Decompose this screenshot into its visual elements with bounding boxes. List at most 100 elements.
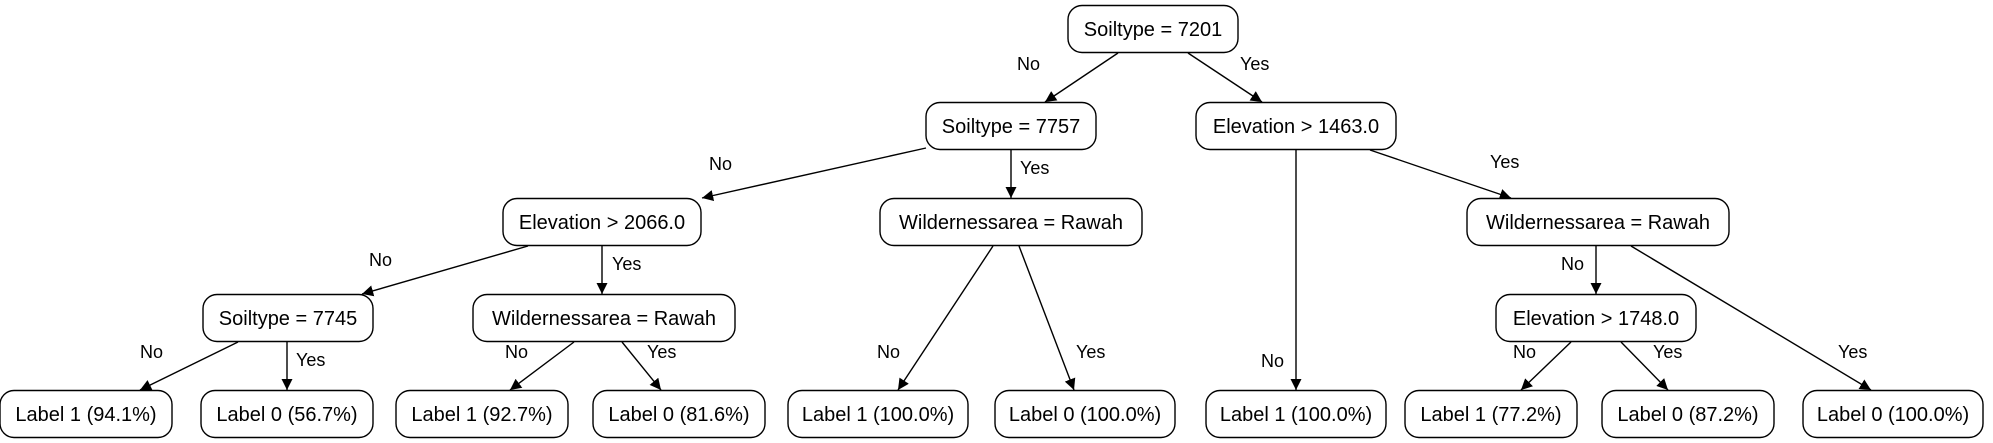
edge-line (139, 341, 239, 391)
node-label: Wildernessarea = Rawah (1486, 212, 1710, 234)
node-box (1195, 101, 1397, 151)
node-label: Elevation > 1463.0 (1213, 116, 1379, 138)
edge-line (1520, 341, 1572, 391)
leaf-node-l8: Label 1 (77.2%) (1404, 389, 1578, 439)
edge-n5-l10: Yes (1630, 245, 1872, 391)
node-label: Soiltype = 7757 (942, 116, 1080, 138)
node-label: Soiltype = 7201 (1084, 19, 1222, 41)
edge-line (621, 341, 662, 391)
edge-n7-l4: Yes (621, 341, 676, 391)
decision-node-n7: Wildernessarea = Rawah (472, 293, 736, 343)
edge-n4-l5: No (877, 245, 994, 391)
edge-label: Yes (1838, 342, 1867, 362)
decision-node-n0: Soiltype = 7201 (1067, 4, 1239, 54)
edge-line (1044, 52, 1119, 103)
edge-n1-n4: Yes (1005, 150, 1049, 198)
edge-n2-n5: Yes (1369, 149, 1519, 200)
node-box (925, 101, 1097, 151)
node-box (994, 389, 1176, 439)
edge-n3-n6: No (361, 245, 529, 297)
node-label: Label 0 (100.0%) (1009, 404, 1161, 426)
node-label: Label 0 (56.7%) (216, 404, 357, 426)
edge-n6-l2: Yes (281, 342, 325, 390)
leaf-node-l3: Label 1 (92.7%) (395, 389, 569, 439)
edge-line (361, 245, 529, 297)
edge-label: No (1017, 54, 1040, 74)
leaf-node-l1: Label 1 (94.1%) (0, 389, 173, 439)
node-label: Elevation > 2066.0 (519, 212, 685, 234)
decision-node-n6: Soiltype = 7745 (202, 293, 374, 343)
leaf-node-l4: Label 0 (81.6%) (592, 389, 766, 439)
edge-label: No (1513, 342, 1536, 362)
node-box (1067, 4, 1239, 54)
leaf-node-l7: Label 1 (100.0%) (1205, 389, 1387, 439)
node-box (202, 293, 374, 343)
node-label: Label 1 (92.7%) (411, 404, 552, 426)
edge-line (1620, 341, 1669, 391)
node-label: Label 0 (87.2%) (1617, 404, 1758, 426)
leaf-node-l2: Label 0 (56.7%) (200, 389, 374, 439)
edge-label: No (1561, 254, 1584, 274)
node-box (472, 293, 736, 343)
node-label: Label 1 (77.2%) (1420, 404, 1561, 426)
edge-label: Yes (1240, 54, 1269, 74)
decision-node-n4: Wildernessarea = Rawah (879, 197, 1143, 247)
edge-label: Yes (1076, 342, 1105, 362)
node-label: Label 0 (81.6%) (608, 404, 749, 426)
node-box (787, 389, 969, 439)
node-label: Elevation > 1748.0 (1513, 308, 1679, 330)
edge-n0-n2: Yes (1187, 52, 1269, 103)
node-box (592, 389, 766, 439)
edge-line (509, 341, 575, 391)
node-box (1466, 197, 1730, 247)
edge-n7-l3: No (505, 341, 575, 391)
node-box (1802, 389, 1984, 439)
edge-line (701, 147, 927, 202)
edge-line (897, 245, 994, 391)
decision-node-n2: Elevation > 1463.0 (1195, 101, 1397, 151)
edge-n8-l9: Yes (1620, 341, 1682, 391)
node-label: Soiltype = 7745 (219, 308, 357, 330)
node-box (1495, 293, 1697, 343)
edge-n4-l6: Yes (1018, 245, 1105, 391)
node-box (1205, 389, 1387, 439)
edge-n1-n3: No (701, 147, 927, 202)
edge-label: Yes (612, 254, 641, 274)
edge-n2-l7: No (1261, 150, 1302, 390)
edge-label: No (505, 342, 528, 362)
node-box (1404, 389, 1578, 439)
edge-n5-n8: No (1561, 246, 1602, 294)
leaf-node-l10: Label 0 (100.0%) (1802, 389, 1984, 439)
node-label: Wildernessarea = Rawah (492, 308, 716, 330)
edge-label: Yes (647, 342, 676, 362)
edge-label: Yes (1490, 152, 1519, 172)
node-box (879, 197, 1143, 247)
node-box (0, 389, 173, 439)
node-box (1601, 389, 1775, 439)
edge-line (1187, 52, 1263, 103)
node-label: Wildernessarea = Rawah (899, 212, 1123, 234)
edge-n3-n7: Yes (596, 246, 641, 294)
edge-label: No (369, 250, 392, 270)
node-box (395, 389, 569, 439)
edge-label: Yes (1653, 342, 1682, 362)
edge-n0-n1: No (1017, 52, 1119, 103)
node-label: Label 1 (100.0%) (802, 404, 954, 426)
leaf-node-l9: Label 0 (87.2%) (1601, 389, 1775, 439)
decision-node-n3: Elevation > 2066.0 (502, 197, 702, 247)
edge-label: No (1261, 351, 1284, 371)
decision-node-n1: Soiltype = 7757 (925, 101, 1097, 151)
edge-label: No (877, 342, 900, 362)
edge-line (1369, 149, 1512, 200)
node-box (502, 197, 702, 247)
leaf-node-l6: Label 0 (100.0%) (994, 389, 1176, 439)
decision-node-n5: Wildernessarea = Rawah (1466, 197, 1730, 247)
edge-line (1630, 245, 1872, 391)
node-label: Label 1 (94.1%) (15, 404, 156, 426)
decision-node-n8: Elevation > 1748.0 (1495, 293, 1697, 343)
edge-label: Yes (1020, 158, 1049, 178)
edge-label: No (140, 342, 163, 362)
